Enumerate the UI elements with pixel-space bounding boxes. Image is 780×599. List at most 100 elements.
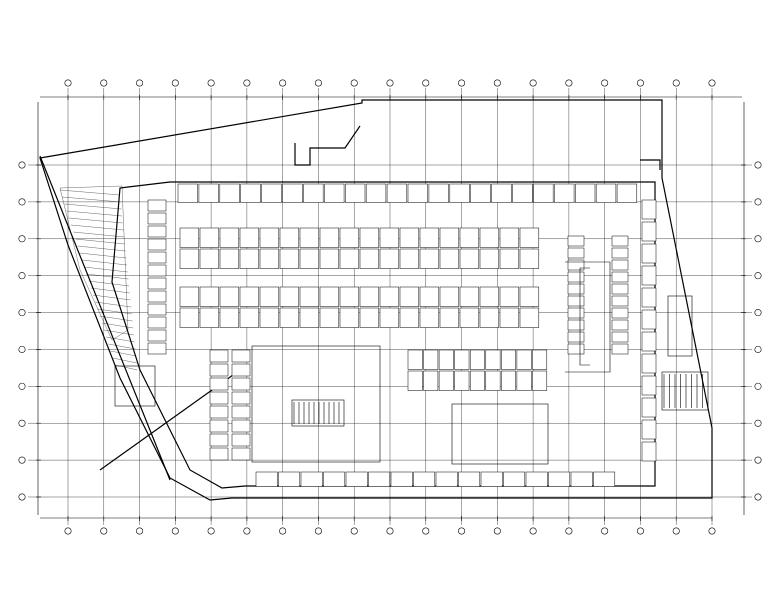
axis-bubble-left — [18, 493, 26, 501]
parking-stall — [554, 183, 575, 203]
parking-stall — [324, 183, 345, 203]
parking-stall — [379, 227, 400, 248]
parking-stall — [611, 307, 629, 319]
parking-stall — [231, 419, 251, 433]
parking-stall — [641, 265, 657, 286]
parking-stall — [419, 307, 440, 328]
parking-stall — [399, 248, 420, 269]
hatched-zone-outline — [59, 185, 129, 341]
parking-stall — [379, 307, 400, 328]
parking-stall — [413, 471, 436, 487]
parking-stall — [219, 286, 240, 307]
parking-stall — [359, 286, 380, 307]
parking-stall — [439, 286, 460, 307]
parking-stall — [319, 227, 340, 248]
parking-stall — [399, 227, 420, 248]
parking-stall — [359, 227, 380, 248]
hatch-stroke — [90, 287, 130, 294]
hatch-stroke — [108, 343, 136, 350]
parking-stall — [278, 471, 301, 487]
parking-stall — [147, 225, 167, 238]
axis-bubble-bottom — [207, 527, 215, 535]
parking-stall — [339, 227, 360, 248]
parking-stall — [147, 316, 167, 329]
hatch-stroke — [99, 315, 133, 322]
hatch-stroke — [75, 238, 125, 245]
axis-bubble-bottom — [636, 527, 644, 535]
parking-stall — [147, 290, 167, 303]
parking-stall — [279, 248, 300, 269]
parking-stall — [499, 286, 520, 307]
parking-stall — [533, 183, 554, 203]
axis-bubble-bottom — [136, 527, 144, 535]
parking-stall — [419, 248, 440, 269]
parking-stall — [567, 331, 585, 343]
hatch-stroke — [62, 196, 121, 203]
parking-stall — [239, 248, 260, 269]
axis-bubble-top — [207, 79, 215, 87]
parking-stall — [439, 307, 460, 328]
parking-stall — [209, 405, 229, 419]
axis-bubble-bottom — [529, 527, 537, 535]
parking-stall — [641, 331, 657, 352]
axis-bubble-top — [708, 79, 716, 87]
parking-stall — [469, 370, 485, 391]
hatch-stroke — [59, 189, 121, 196]
parking-stall — [485, 349, 501, 370]
service-notch — [640, 159, 661, 170]
parking-stall — [611, 331, 629, 343]
parking-stall — [641, 375, 657, 396]
parking-stall — [219, 227, 240, 248]
parking-stall — [593, 471, 616, 487]
hatch-stroke — [110, 350, 137, 357]
parking-stall — [407, 183, 428, 203]
parking-stall — [219, 307, 240, 328]
parking-stall — [575, 183, 596, 203]
axis-bubble-top — [279, 79, 287, 87]
parking-stall — [570, 471, 593, 487]
parking-stall — [454, 349, 470, 370]
parking-stall — [209, 377, 229, 391]
parking-stall — [469, 349, 485, 370]
axis-bubble-bottom — [386, 527, 394, 535]
parking-stall — [279, 227, 300, 248]
parking-stall — [199, 307, 220, 328]
parking-stall — [219, 183, 240, 203]
parking-stall — [499, 227, 520, 248]
parking-stall — [567, 343, 585, 355]
axis-bubble-top — [565, 79, 573, 87]
parking-stall — [435, 471, 458, 487]
parking-stall — [499, 248, 520, 269]
parking-stall — [323, 471, 346, 487]
parking-stall — [231, 433, 251, 447]
service-core-main — [251, 345, 381, 463]
parking-stall — [519, 286, 540, 307]
building-outline — [39, 99, 713, 501]
hatch-stroke — [64, 203, 122, 210]
parking-stall — [299, 248, 320, 269]
parking-stall — [209, 447, 229, 461]
parking-stall — [379, 286, 400, 307]
axis-bubble-bottom — [64, 527, 72, 535]
axis-bubble-top — [601, 79, 609, 87]
parking-stall — [567, 259, 585, 271]
axis-bubble-right — [754, 493, 762, 501]
parking-stall — [319, 248, 340, 269]
axis-bubble-right — [754, 309, 762, 317]
parking-stall — [319, 286, 340, 307]
parking-stall — [438, 349, 454, 370]
parking-stall — [419, 227, 440, 248]
parking-stall — [359, 248, 380, 269]
parking-stall — [209, 363, 229, 377]
parking-stall — [423, 349, 439, 370]
parking-stall — [345, 471, 368, 487]
axis-bubble-right — [754, 419, 762, 427]
axis-bubble-bottom — [458, 527, 466, 535]
hatch-stroke — [86, 273, 129, 280]
parking-stall — [512, 183, 533, 203]
axis-bubble-left — [18, 419, 26, 427]
parking-stall — [199, 286, 220, 307]
parking-stall — [641, 221, 657, 242]
parking-stall — [209, 349, 229, 363]
